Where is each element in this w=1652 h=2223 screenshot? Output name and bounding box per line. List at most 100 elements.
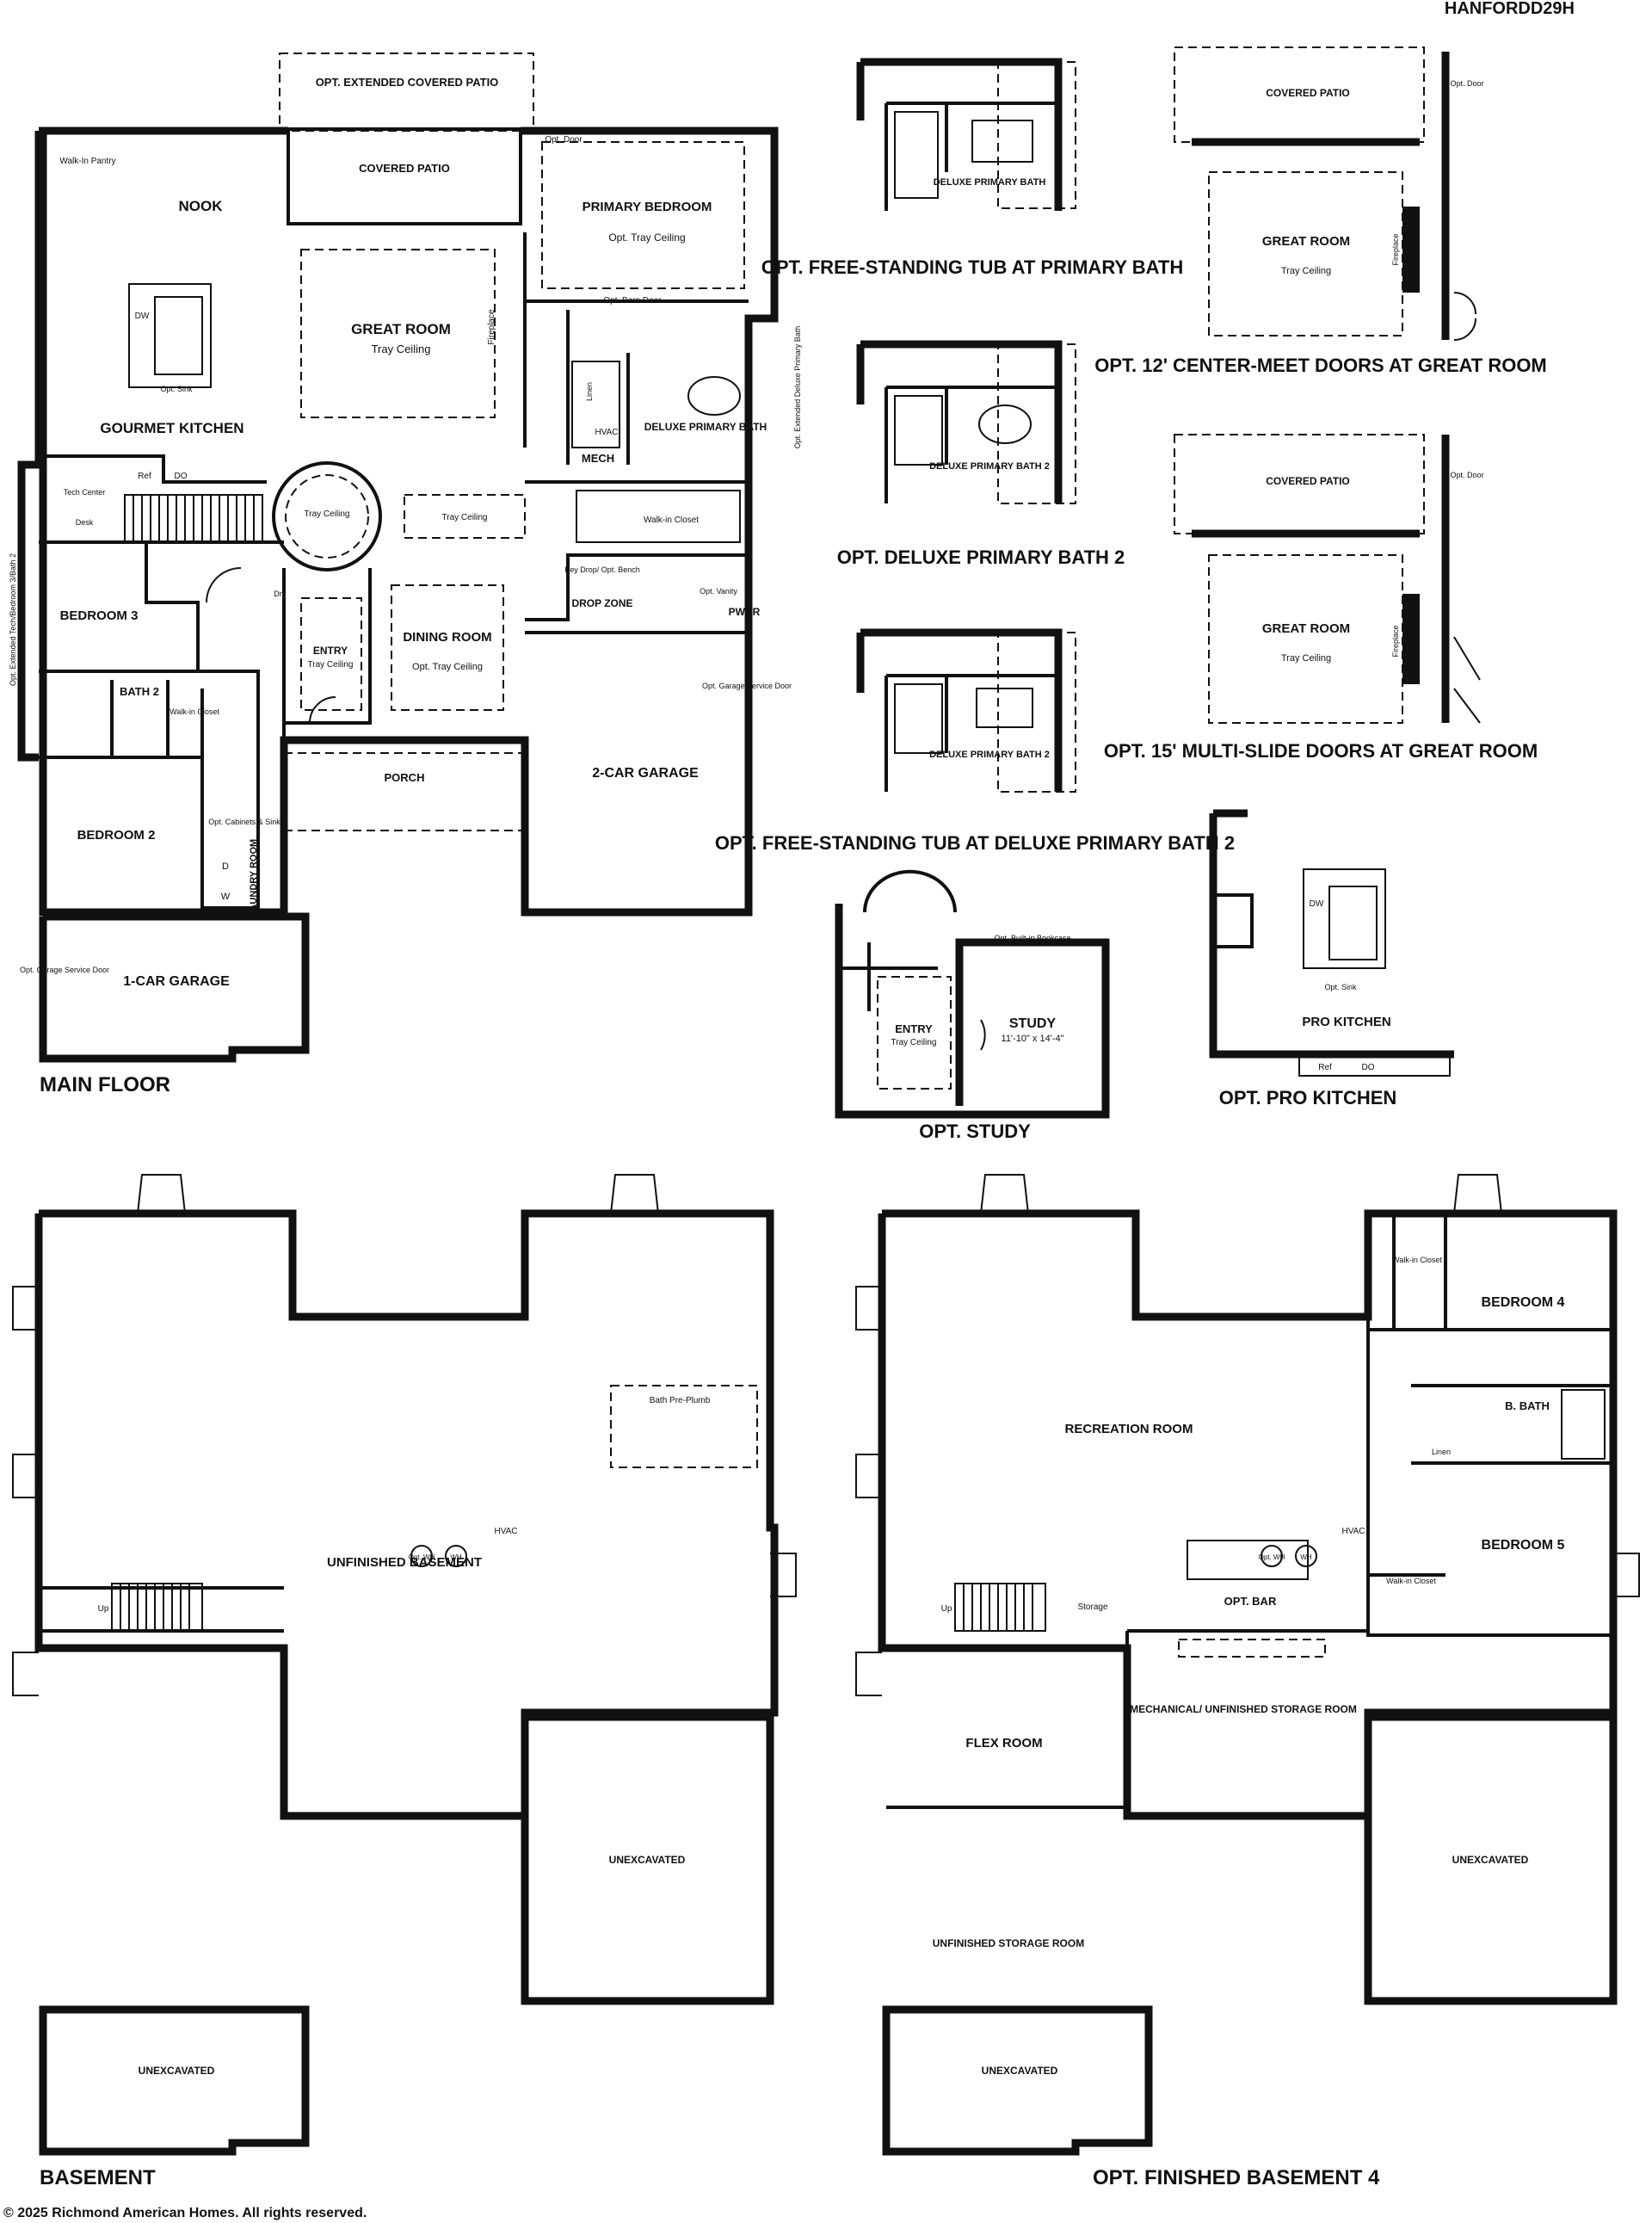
label-b-unexcavated-2: UNEXCAVATED (139, 2065, 215, 2077)
label-cm-great-room: GREAT ROOM (1262, 234, 1350, 249)
label-great-room: GREAT ROOM (351, 321, 451, 337)
label-ref: Ref (138, 472, 151, 481)
label-do: DO (175, 472, 188, 481)
label-pk-opt-sink: Opt. Sink (1324, 983, 1357, 991)
label-pk-dw: DW (1310, 899, 1324, 909)
label-pk-do: DO (1362, 1063, 1375, 1072)
caption-main-floor: MAIN FLOOR (40, 1073, 170, 1096)
label-bedroom-2: BEDROOM 2 (77, 828, 156, 843)
label-hvac: HVAC (595, 428, 618, 437)
finished-basement-plan (855, 1174, 1640, 2156)
label-primary-bedroom-sub: Opt. Tray Ceiling (608, 232, 685, 244)
label-opt-bar: OPT. BAR (1224, 1595, 1277, 1608)
opt-tub-bath2-plan (856, 628, 1076, 793)
label-b-hvac: HVAC (494, 1527, 517, 1536)
label-laundry: LAUNDRY ROOM (249, 839, 259, 917)
label-pwdr: PWDR (729, 606, 761, 618)
label-opt1-deluxe-bath: DELUXE PRIMARY BATH (934, 177, 1046, 188)
label-hall-tray: Tray Ceiling (442, 513, 488, 522)
opt-tub-primary-plan (856, 58, 1076, 211)
label-unfinished-basement: UNFINISHED BASEMENT (327, 1555, 482, 1570)
label-walkin-closet: Walk-in Closet (644, 516, 699, 525)
label-bath-2: BATH 2 (120, 685, 159, 698)
label-garage-service-door: Opt. Garage Service Door (702, 682, 792, 690)
label-drop-zone: DROP ZONE (571, 597, 632, 609)
main-floor-plan (17, 52, 779, 1063)
caption-tub-bath2-line: OPT. FREE-STANDING TUB AT DELUXE PRIMARY… (715, 832, 1235, 854)
label-garage-service-door-2: Opt. Garage Service Door (20, 966, 109, 974)
opt-deluxe-bath2-plan (856, 340, 1076, 504)
copyright: © 2025 Richmond American Homes. All righ… (3, 2206, 367, 2220)
label-ms-fireplace: Fireplace (1391, 625, 1400, 657)
label-bedroom-5: BEDROOM 5 (1482, 1538, 1565, 1553)
opt-multi-slide-plan (1174, 434, 1481, 724)
label-walkin-closet-2: Walk-in Closet (170, 707, 219, 716)
caption-center-meet: OPT. 12' CENTER-MEET DOORS AT GREAT ROOM (1094, 355, 1547, 376)
label-unfinished-storage: UNFINISHED STORAGE ROOM (933, 1937, 1084, 1949)
label-cm-covered-patio: COVERED PATIO (1266, 87, 1350, 99)
label-key-drop: Key Drop/ Opt. Bench (564, 565, 640, 574)
caption-multi-slide: OPT. 15' MULTI-SLIDE DOORS AT GREAT ROOM (1104, 740, 1538, 762)
caption-study: OPT. STUDY (919, 1121, 1031, 1142)
label-ms-tray: Tray Ceiling (1281, 653, 1331, 664)
label-study-entry: ENTRY (895, 1022, 933, 1035)
label-fb-linen: Linen (1432, 1448, 1451, 1456)
label-storage: Storage (1077, 1602, 1107, 1612)
label-opt2-deluxe-bath2: DELUXE PRIMARY BATH 2 (929, 461, 1050, 472)
label-mechanical: MECHANICAL/ UNFINISHED STORAGE ROOM (1130, 1703, 1357, 1715)
label-bookcase: Opt. Built-in Bookcase (994, 934, 1070, 942)
caption-basement: BASEMENT (40, 2166, 156, 2189)
opt-center-meet-plan (1174, 46, 1476, 341)
label-fb-walkin-closet-2: Walk-in Closet (1386, 1577, 1436, 1585)
label-rotunda-tray: Tray Ceiling (305, 509, 350, 519)
caption-deluxe-bath2: OPT. DELUXE PRIMARY BATH 2 (837, 546, 1125, 568)
label-tech-center: Tech Center (64, 488, 106, 497)
label-fb-unexcavated-1: UNEXCAVATED (1452, 1854, 1529, 1866)
caption-finished-basement: OPT. FINISHED BASEMENT 4 (1093, 2166, 1380, 2189)
label-study-size: 11'-10" x 14'-4" (1002, 1034, 1064, 1044)
label-ms-opt-door: Opt. Door (1450, 471, 1483, 479)
label-deluxe-primary-bath: DELUXE PRIMARY BATH (644, 421, 767, 433)
label-porch: PORCH (385, 771, 425, 784)
label-opt-barn-door: Opt. Barn Door (603, 296, 662, 306)
label-nook: NOOK (179, 198, 224, 214)
label-study: STUDY (1009, 1016, 1057, 1031)
label-ms-great-room: GREAT ROOM (1262, 621, 1350, 636)
label-dn: Dn (274, 590, 284, 598)
label-ext-tech: Opt. Extended Tech/Bedroom 3/Bath 2 (9, 553, 17, 686)
opt-pro-kitchen-plan (1209, 809, 1454, 1077)
caption-tub-primary: OPT. FREE-STANDING TUB AT PRIMARY BATH (761, 256, 1184, 278)
label-opt-cabinets: Opt. Cabinets & Sink (208, 818, 280, 826)
label-entry-sub: Tray Ceiling (308, 660, 354, 670)
label-pk-ref: Ref (1318, 1063, 1332, 1072)
label-b-wh: WH (450, 1553, 462, 1561)
label-b-bath: B. BATH (1505, 1399, 1550, 1412)
basement-plan (12, 1174, 797, 2156)
label-gourmet-kitchen: GOURMET KITCHEN (100, 420, 243, 436)
label-ext-deluxe: Opt. Extended Deluxe Primary Bath (793, 326, 802, 449)
label-pro-kitchen: PRO KITCHEN (1302, 1015, 1390, 1029)
label-fb-unexcavated-2: UNEXCAVATED (982, 2065, 1058, 2077)
label-cm-opt-door: Opt. Door (1450, 79, 1483, 88)
label-flex-room: FLEX ROOM (965, 1736, 1042, 1751)
label-b-opt-wh: Opt. WH (409, 1553, 435, 1561)
label-cm-fireplace: Fireplace (1391, 233, 1400, 265)
label-great-room-sub: Tray Ceiling (372, 343, 431, 355)
label-dining-room: DINING ROOM (403, 630, 491, 645)
label-opt-door: Opt. Door (545, 135, 583, 145)
label-washer: W (221, 892, 231, 902)
caption-pro-kitchen: OPT. PRO KITCHEN (1219, 1087, 1397, 1108)
label-mech: MECH (582, 452, 614, 465)
label-dw: DW (135, 312, 150, 321)
label-primary-bedroom: PRIMARY BEDROOM (583, 200, 712, 214)
label-fb-walkin-closet-1: Walk-in Closet (1392, 1256, 1442, 1264)
label-two-car-garage: 2-CAR GARAGE (592, 766, 699, 781)
label-dryer: D (222, 861, 229, 872)
label-study-entry-sub: Tray Ceiling (891, 1038, 937, 1047)
label-ext-patio: OPT. EXTENDED COVERED PATIO (316, 76, 499, 89)
label-walkin-pantry: Walk-In Pantry (59, 157, 115, 166)
label-bath-preplumb: Bath Pre-Plumb (650, 1396, 711, 1405)
label-b-up: Up (98, 1604, 109, 1614)
label-recreation-room: RECREATION ROOM (1065, 1422, 1193, 1436)
